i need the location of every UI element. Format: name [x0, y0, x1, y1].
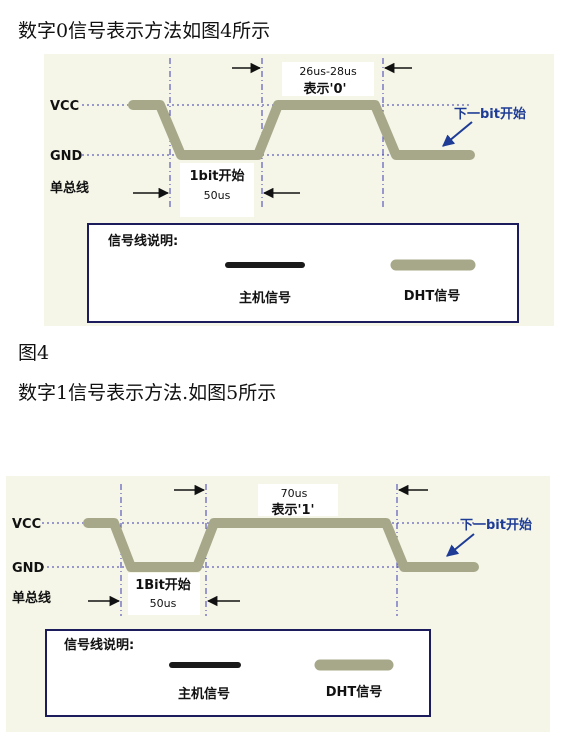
- start-duration: 50us: [204, 189, 231, 202]
- start-label: 1bit开始: [189, 168, 244, 184]
- legend-title: 信号线说明:: [64, 637, 134, 653]
- dht-signal-waveform: [128, 100, 475, 160]
- vcc-label: VCC: [50, 99, 79, 114]
- legend-box: [45, 629, 431, 717]
- figure-5-title: 数字1信号表示方法.如图5所示: [18, 382, 277, 404]
- legend-dht-label: DHT信号: [326, 684, 383, 700]
- start-duration: 50us: [150, 597, 177, 610]
- gnd-label: GND: [50, 149, 83, 164]
- diagram-bit-0: VCC GND 单总线 1bit开始 50us 26us-28us 表示'0' …: [44, 54, 554, 326]
- legend-title: 信号线说明:: [108, 233, 178, 249]
- meaning-label: 表示'1': [270, 502, 314, 518]
- next-bit-label: 下一bit开始: [454, 106, 526, 122]
- high-duration: 70us: [281, 487, 308, 500]
- meaning-label: 表示'0': [302, 81, 346, 97]
- high-label-box: [282, 62, 374, 96]
- next-bit-arrow: [446, 533, 475, 557]
- next-bit-arrow: [442, 121, 473, 147]
- high-duration: 26us-28us: [299, 65, 357, 78]
- legend-host-label: 主机信号: [178, 686, 230, 702]
- next-bit-label: 下一bit开始: [460, 517, 532, 533]
- figure-4-label: 图4: [18, 342, 50, 364]
- start-label-box: [128, 573, 200, 615]
- high-label-box: [258, 484, 338, 516]
- dht-signal-waveform: [83, 518, 479, 572]
- diagram-bit-1: VCC GND 单总线 1Bit开始 50us 70us 表示'1' 下一bit…: [6, 476, 550, 732]
- start-label-box: [180, 163, 254, 217]
- start-label: 1Bit开始: [135, 577, 191, 593]
- legend-box: [87, 223, 519, 323]
- gnd-label: GND: [12, 561, 45, 576]
- bus-label: 单总线: [12, 590, 51, 606]
- vcc-label: VCC: [12, 517, 41, 532]
- legend-dht-label: DHT信号: [404, 288, 461, 304]
- legend-host-label: 主机信号: [239, 290, 291, 306]
- bus-label: 单总线: [50, 180, 89, 196]
- figure-4-title: 数字0信号表示方法如图4所示: [18, 20, 271, 42]
